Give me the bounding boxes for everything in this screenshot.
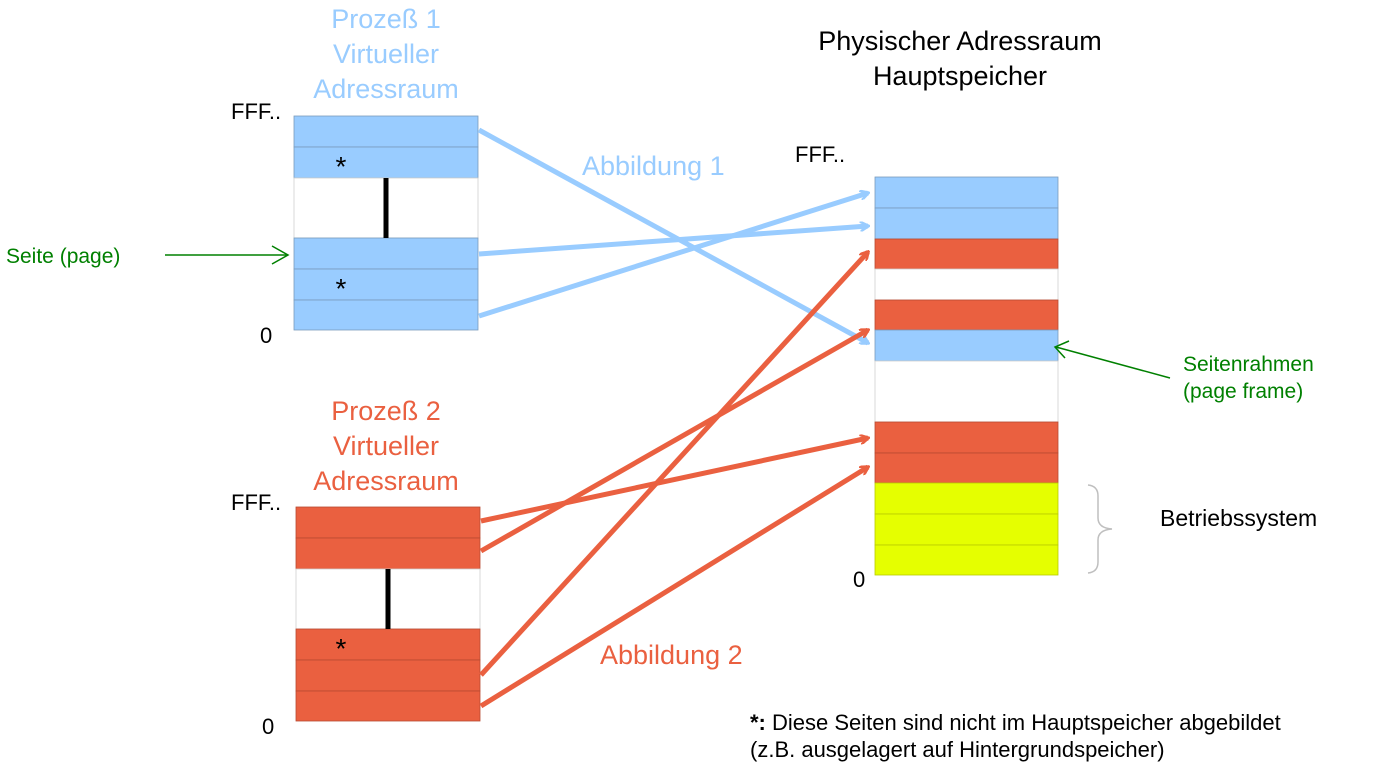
- frame-pointer: [1055, 346, 1171, 379]
- process1-title: Prozeß 1 Virtueller Adressraum: [313, 4, 459, 104]
- physical-title-line: Physischer Adressraum: [818, 26, 1102, 56]
- mapping1-arrow: [478, 226, 868, 257]
- mapping2-arrows: [479, 252, 868, 709]
- page-annotation: Seite (page): [6, 245, 290, 268]
- physical-bottom-address: 0: [853, 567, 865, 592]
- frame: [874, 452, 1059, 484]
- footnote-text: Diese Seiten sind nicht im Hauptspeicher…: [766, 710, 1281, 735]
- footnote-line1: *: Diese Seiten sind nicht im Hauptspeic…: [750, 710, 1281, 735]
- physical-title: Physischer Adressraum Hauptspeicher: [818, 26, 1102, 91]
- page-pointer-head: [271, 245, 290, 265]
- process1-page: [293, 299, 479, 331]
- process1-bottom-address: 0: [260, 323, 272, 348]
- os-frame: [874, 482, 1059, 515]
- frame: [874, 176, 1059, 209]
- frame-annotation: Seitenrahmen (page frame): [1053, 340, 1314, 403]
- process1-page: [293, 115, 479, 148]
- mapping1-arrows: [477, 127, 868, 346]
- process1-title-line: Virtueller: [333, 39, 439, 69]
- process2-title-line: Adressraum: [313, 466, 459, 496]
- physical-memory: [874, 176, 1059, 576]
- process2-page: [295, 506, 481, 539]
- process2-page: [295, 537, 481, 570]
- process2-page: [295, 659, 481, 692]
- os-brace: [1087, 484, 1113, 574]
- frame: [874, 207, 1059, 240]
- frame: [874, 299, 1059, 331]
- process2-top-address: FFF..: [231, 490, 281, 515]
- frame: [874, 268, 1059, 301]
- footnote-marker: *:: [750, 710, 766, 735]
- frame-label-line: Seitenrahmen: [1183, 353, 1314, 376]
- frame-pointer-head: [1053, 340, 1070, 359]
- frame: [874, 238, 1059, 270]
- process2-title-line: Virtueller: [333, 431, 439, 461]
- process2-bottom-address: 0: [262, 714, 274, 739]
- process1-marker: *: [336, 151, 347, 182]
- physical-top-address: FFF..: [795, 142, 845, 167]
- mapping2-arrow: [480, 438, 868, 524]
- physical-title-line: Hauptspeicher: [873, 61, 1047, 91]
- os-frame: [874, 544, 1059, 576]
- mapping2-arrow: [479, 464, 868, 709]
- frame: [874, 421, 1059, 454]
- footnote: *: Diese Seiten sind nicht im Hauptspeic…: [750, 710, 1281, 762]
- process1-top-address: FFF..: [231, 99, 281, 124]
- process2-address-space: *: [295, 506, 481, 722]
- mapping1-arrow: [478, 193, 868, 319]
- process2-page: [295, 628, 481, 661]
- process1-page: [293, 268, 479, 301]
- os-label: Betriebssystem: [1160, 505, 1317, 531]
- process1-page: [293, 237, 479, 270]
- mapping2-label: Abbildung 2: [600, 640, 743, 670]
- os-frame: [874, 513, 1059, 546]
- process1-page: [293, 146, 479, 179]
- process2-page: [295, 690, 481, 722]
- frame: [874, 360, 1059, 423]
- process1-title-line: Prozeß 1: [331, 4, 441, 34]
- mapping2-arrow: [479, 327, 868, 554]
- process2-marker: *: [336, 633, 347, 664]
- process1-marker: *: [336, 273, 347, 304]
- frame: [874, 329, 1059, 362]
- mapping2-arrow: [479, 252, 868, 677]
- frame-label-line: (page frame): [1183, 380, 1303, 403]
- process1-address-space: * *: [293, 115, 479, 331]
- footnote-line2: (z.B. ausgelagert auf Hintergrundspeiche…: [750, 737, 1165, 762]
- page-label: Seite (page): [6, 245, 120, 268]
- process2-title: Prozeß 2 Virtueller Adressraum: [313, 396, 459, 496]
- process1-title-line: Adressraum: [313, 74, 459, 104]
- mapping1-arrow: [477, 127, 868, 346]
- process2-title-line: Prozeß 2: [331, 396, 441, 426]
- mapping1-label: Abbildung 1: [582, 151, 725, 181]
